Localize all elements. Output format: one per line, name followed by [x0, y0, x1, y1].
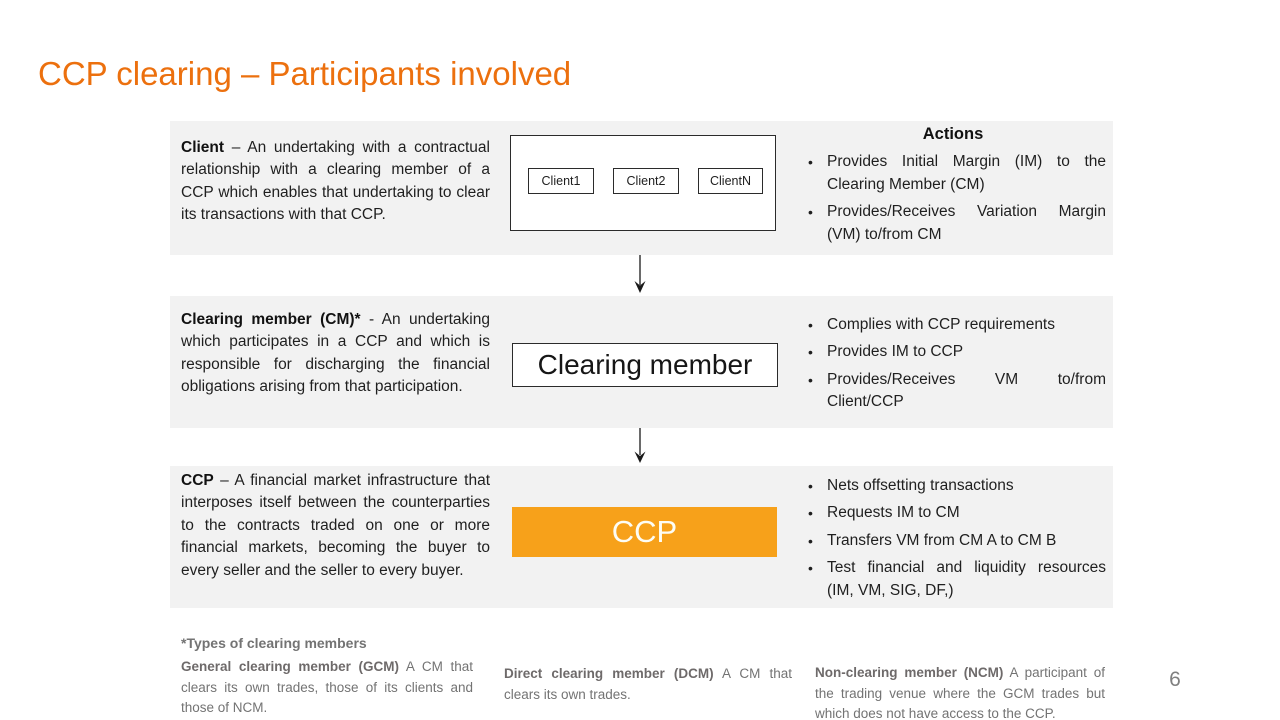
client1-box: Client1: [528, 168, 594, 194]
bullet-icon: •: [808, 204, 813, 221]
client-actions: Actions • Provides Initial Margin (IM) t…: [800, 123, 1106, 251]
actions-header: Actions: [922, 125, 984, 143]
list-item: • Provides/Receives VM to/from Client/CC…: [800, 369, 1106, 414]
list-item: • Provides IM to CCP: [800, 341, 1106, 363]
ccp-actions: • Nets offsetting transactions • Request…: [800, 475, 1106, 607]
clearing-member-term: Clearing member (CM)*: [181, 311, 361, 328]
bullet-icon: •: [808, 505, 813, 522]
clearing-member-box-label: Clearing member: [537, 349, 753, 380]
bullet-text: Complies with CCP requirements: [827, 316, 1055, 333]
footnote-heading: *Types of clearing members: [181, 635, 367, 651]
list-item: • Requests IM to CM: [800, 502, 1106, 524]
ccp-definition: CCP – A financial market infrastructure …: [181, 470, 490, 582]
client2-label: Client2: [626, 174, 666, 188]
ccp-box-label: CCP: [611, 514, 678, 549]
page-number: 6: [1169, 668, 1181, 691]
clients-group-box: Client1 Client2 ClientN: [510, 135, 776, 231]
down-arrow-icon: [634, 428, 646, 463]
footnote-ncm-text: A participant of the trading venue where…: [815, 665, 1105, 720]
ccp-term: CCP: [181, 472, 214, 489]
bullet-icon: •: [808, 560, 813, 577]
footnote-dcm-term: Direct clearing member (DCM): [504, 666, 714, 681]
client2-box: Client2: [613, 168, 679, 194]
client-term: Client: [181, 139, 225, 156]
slide-title: CCP clearing – Participants involved: [38, 55, 572, 92]
list-item: • Complies with CCP requirements: [800, 314, 1106, 336]
client1-label: Client1: [541, 174, 581, 188]
footnote-gcm-text: A CM that clears its own trades, those o…: [181, 659, 473, 715]
footnote-dcm: Direct clearing member (DCM) A CM that c…: [504, 664, 792, 705]
bullet-icon: •: [808, 317, 813, 333]
footnote-ncm-term: Non-clearing member (NCM): [815, 665, 1004, 680]
bullet-icon: •: [808, 371, 813, 388]
row-ccp: CCP – A financial market infrastructure …: [170, 466, 1113, 608]
ccp-box: CCP: [512, 507, 777, 557]
footnote-gcm: General clearing member (GCM) A CM that …: [181, 657, 473, 719]
bullet-icon: •: [808, 532, 813, 549]
bullet-text: Provides/Receives Variation Margin (VM) …: [827, 203, 1106, 243]
list-item: • Nets offsetting transactions: [800, 475, 1106, 497]
bullet-text: Nets offsetting transactions: [827, 477, 1014, 494]
bullet-text: Transfers VM from CM A to CM B: [827, 531, 1057, 549]
list-item: • Provides Initial Margin (IM) to the Cl…: [800, 151, 1106, 196]
clearing-member-box: Clearing member: [512, 343, 778, 387]
clientN-label: ClientN: [710, 174, 751, 188]
clearing-member-actions: • Complies with CCP requirements • Provi…: [800, 314, 1106, 419]
bullet-icon: •: [808, 344, 813, 361]
bullet-text: Provides IM to CCP: [827, 343, 964, 361]
footnote-gcm-term: General clearing member (GCM): [181, 659, 400, 674]
clientN-box: ClientN: [698, 168, 763, 194]
client-definition-text: – An undertaking with a contractual rela…: [181, 139, 490, 224]
list-item: • Provides/Receives Variation Margin (VM…: [800, 201, 1106, 246]
client-definition: Client – An undertaking with a contractu…: [181, 137, 490, 227]
row-clearing-member: Clearing member (CM)* - An undertaking w…: [170, 296, 1113, 428]
ccp-definition-text: – A financial market infrastructure that…: [181, 472, 490, 579]
bullet-text: Provides Initial Margin (IM) to the Clea…: [827, 153, 1106, 193]
clearing-member-definition: Clearing member (CM)* - An undertaking w…: [181, 309, 490, 399]
footnote-dcm-text: A CM that clears its own trades.: [504, 666, 792, 702]
bullet-icon: •: [808, 478, 813, 494]
bullet-text: Test financial and liquidity resources (…: [827, 559, 1106, 599]
footnote-ncm: Non-clearing member (NCM) A participant …: [815, 663, 1105, 720]
bullet-text: Provides/Receives VM to/from Client/CCP: [827, 370, 1106, 411]
bullet-icon: •: [808, 154, 813, 171]
down-arrow-icon: [634, 255, 646, 293]
bullet-text: Requests IM to CM: [827, 504, 960, 522]
row-client: Client – An undertaking with a contractu…: [170, 121, 1113, 255]
list-item: • Transfers VM from CM A to CM B: [800, 530, 1106, 552]
clearing-member-definition-text: - An undertaking which participates in a…: [181, 311, 490, 396]
list-item: • Test financial and liquidity resources…: [800, 557, 1106, 602]
